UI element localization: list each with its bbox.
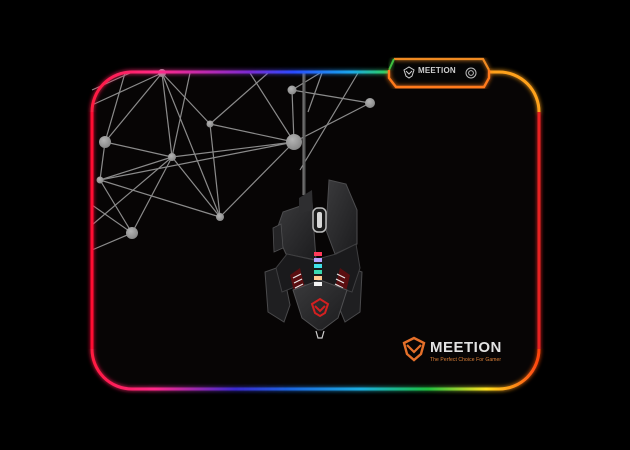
tab-brand-name: MEETION	[418, 66, 456, 75]
brand-name: MEETION	[430, 339, 502, 356]
led-indicator-strip	[314, 252, 322, 286]
mouse-logo-icon	[310, 297, 330, 318]
rgb-mode-button-icon[interactable]	[465, 67, 477, 79]
gaming-mouse	[264, 179, 363, 339]
brand-tagline: The Perfect Choice For Gamer	[430, 357, 502, 363]
meetion-tab-logo-icon	[403, 66, 415, 79]
meetion-brand-logo-icon	[402, 336, 426, 362]
brand-tab	[387, 57, 491, 89]
rgb-lighting-edge	[90, 70, 541, 391]
